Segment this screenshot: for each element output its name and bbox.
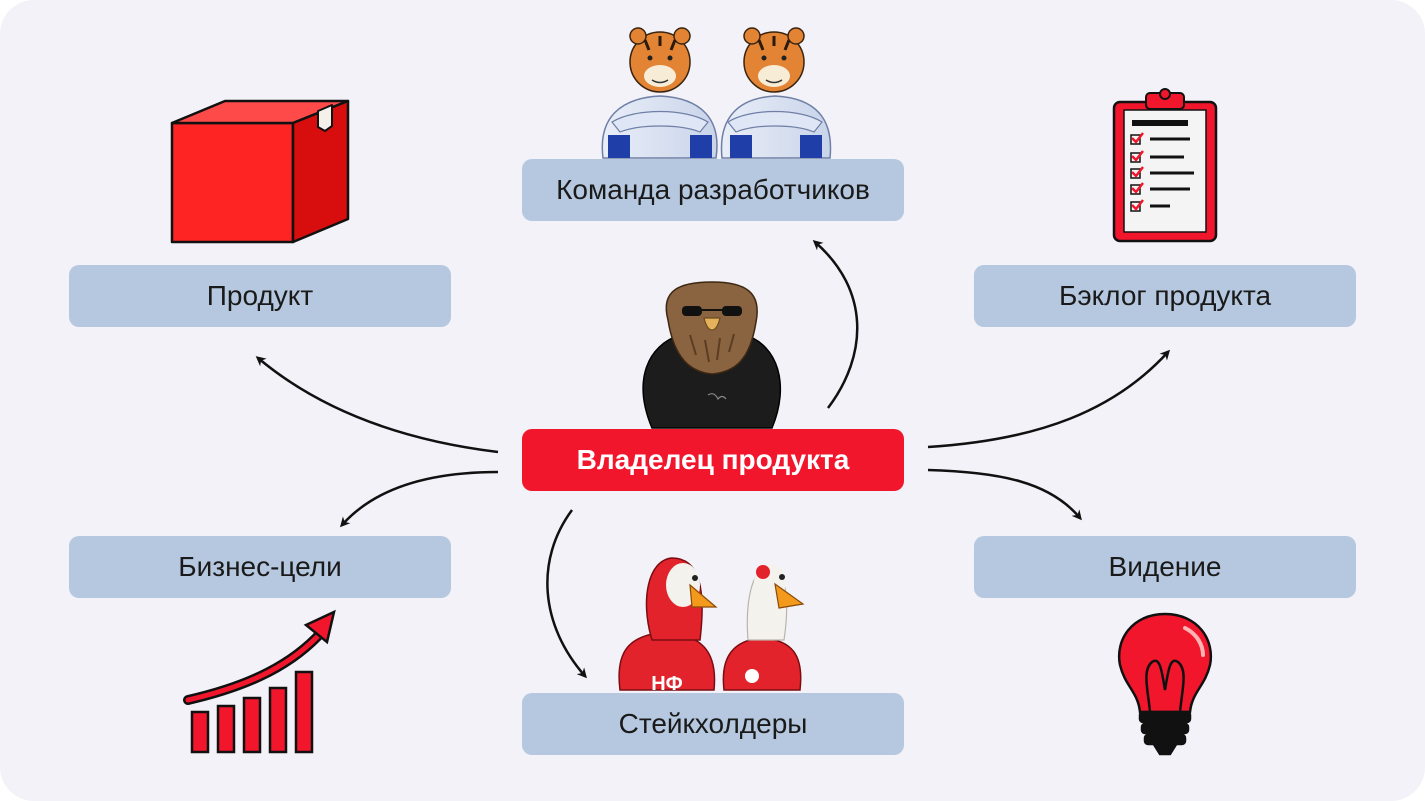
geese-illustration: НФ	[618, 557, 805, 695]
arrow-to-backlog	[927, 349, 1171, 449]
node-backlog: Бэклог продукта	[974, 265, 1356, 327]
node-business-goals: Бизнес-цели	[69, 536, 451, 598]
arrow-to-stakeholders	[546, 509, 587, 679]
eagle-illustration	[642, 281, 782, 429]
node-product: Продукт	[69, 265, 451, 327]
tigers-illustration	[601, 27, 832, 159]
arrow-to-team	[812, 240, 859, 409]
arrow-to-vision	[927, 468, 1082, 521]
arrow-to-goals	[340, 470, 499, 528]
clipboard-icon	[1112, 88, 1218, 243]
node-stakeholders: Стейкхолдеры	[522, 693, 904, 755]
shirt-logo: НФ	[651, 673, 683, 695]
box-icon	[170, 99, 350, 244]
lightbulb-icon	[1117, 612, 1213, 756]
arrow-to-product	[255, 356, 499, 454]
node-vision: Видение	[974, 536, 1356, 598]
growth-chart-icon	[183, 609, 336, 754]
node-team: Команда разработчиков	[522, 159, 904, 221]
node-product-owner: Владелец продукта	[522, 429, 904, 491]
